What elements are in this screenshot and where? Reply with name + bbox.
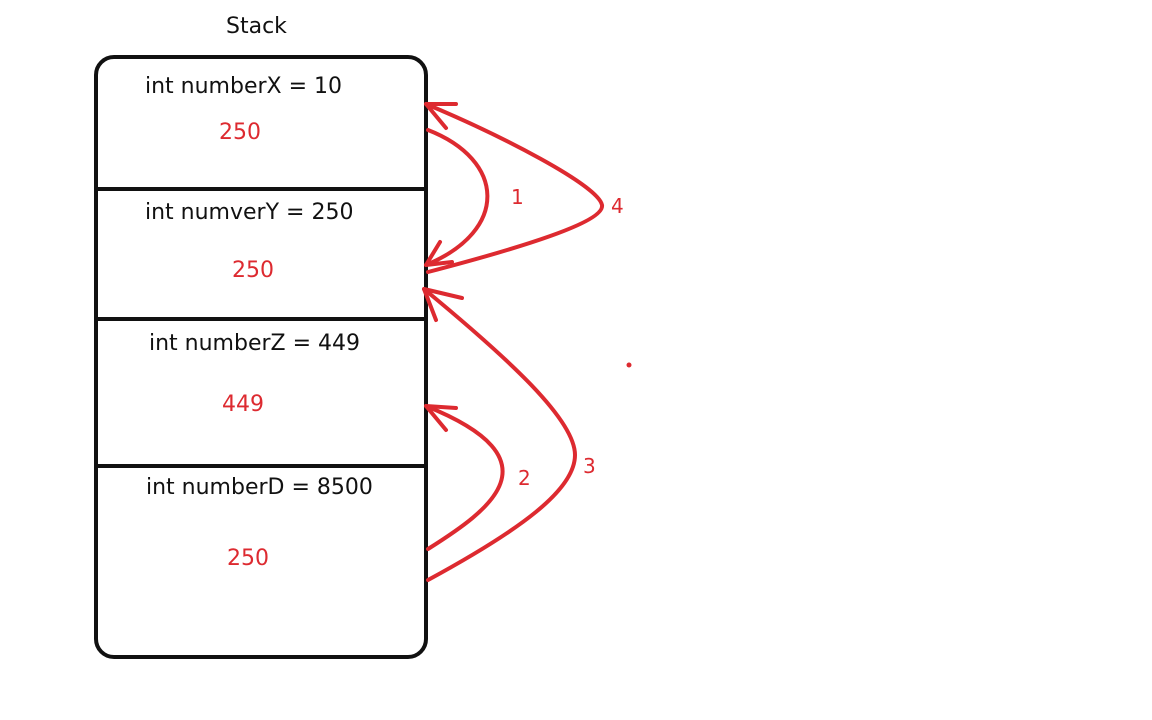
arrow-number-2: 2 — [518, 466, 531, 490]
stack-box — [94, 55, 428, 659]
stack-title: Stack — [226, 14, 287, 39]
cell-value-numvery: 250 — [232, 258, 274, 283]
cell-value-numberx: 250 — [219, 120, 261, 145]
arrow-number-1: 1 — [511, 185, 524, 209]
stray-dot — [626, 362, 632, 368]
cell-label-numvery: int numverY = 250 — [145, 200, 354, 225]
arrow-3-head — [422, 287, 464, 322]
cell-label-numberx: int numberX = 10 — [145, 74, 343, 99]
arrow-number-4: 4 — [611, 194, 624, 218]
arrow-1-head — [424, 240, 454, 267]
cell-value-numberd: 250 — [227, 546, 269, 571]
arrow-4-head — [424, 102, 458, 130]
arrow-2-head — [424, 404, 458, 432]
arrow-3 — [422, 287, 577, 582]
arrow-number-3: 3 — [583, 454, 596, 478]
arrow-2 — [424, 404, 505, 551]
cell-label-numberd: int numberD = 8500 — [146, 475, 373, 500]
arrow-4 — [424, 102, 604, 274]
cell-value-numberz: 449 — [222, 392, 264, 417]
cell-label-numberz: int numberZ = 449 — [149, 331, 361, 356]
arrow-1 — [424, 128, 490, 267]
